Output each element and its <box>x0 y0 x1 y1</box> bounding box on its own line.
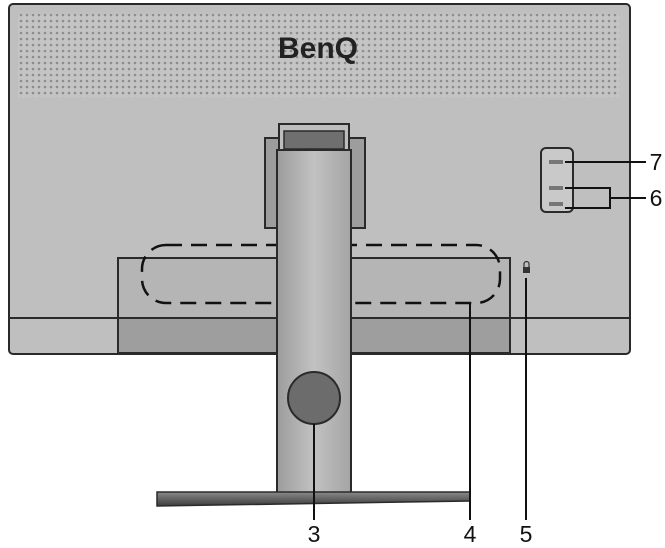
callout-5: 5 <box>520 521 533 547</box>
side-port-usb-2 <box>549 186 563 190</box>
brand-logo: BenQ <box>278 32 358 65</box>
callout-7: 7 <box>650 149 663 175</box>
side-port-headphone <box>549 202 563 206</box>
side-port-usb-1 <box>549 160 563 164</box>
lock-icon <box>523 260 530 273</box>
callout-lines <box>313 161 646 520</box>
ventilation-grille-icon <box>18 14 620 98</box>
callout-6: 6 <box>650 185 663 211</box>
stand-handle-grip <box>283 130 345 150</box>
callout-3: 3 <box>308 521 321 547</box>
callout-4: 4 <box>464 521 477 547</box>
cable-hole-icon <box>287 371 341 425</box>
